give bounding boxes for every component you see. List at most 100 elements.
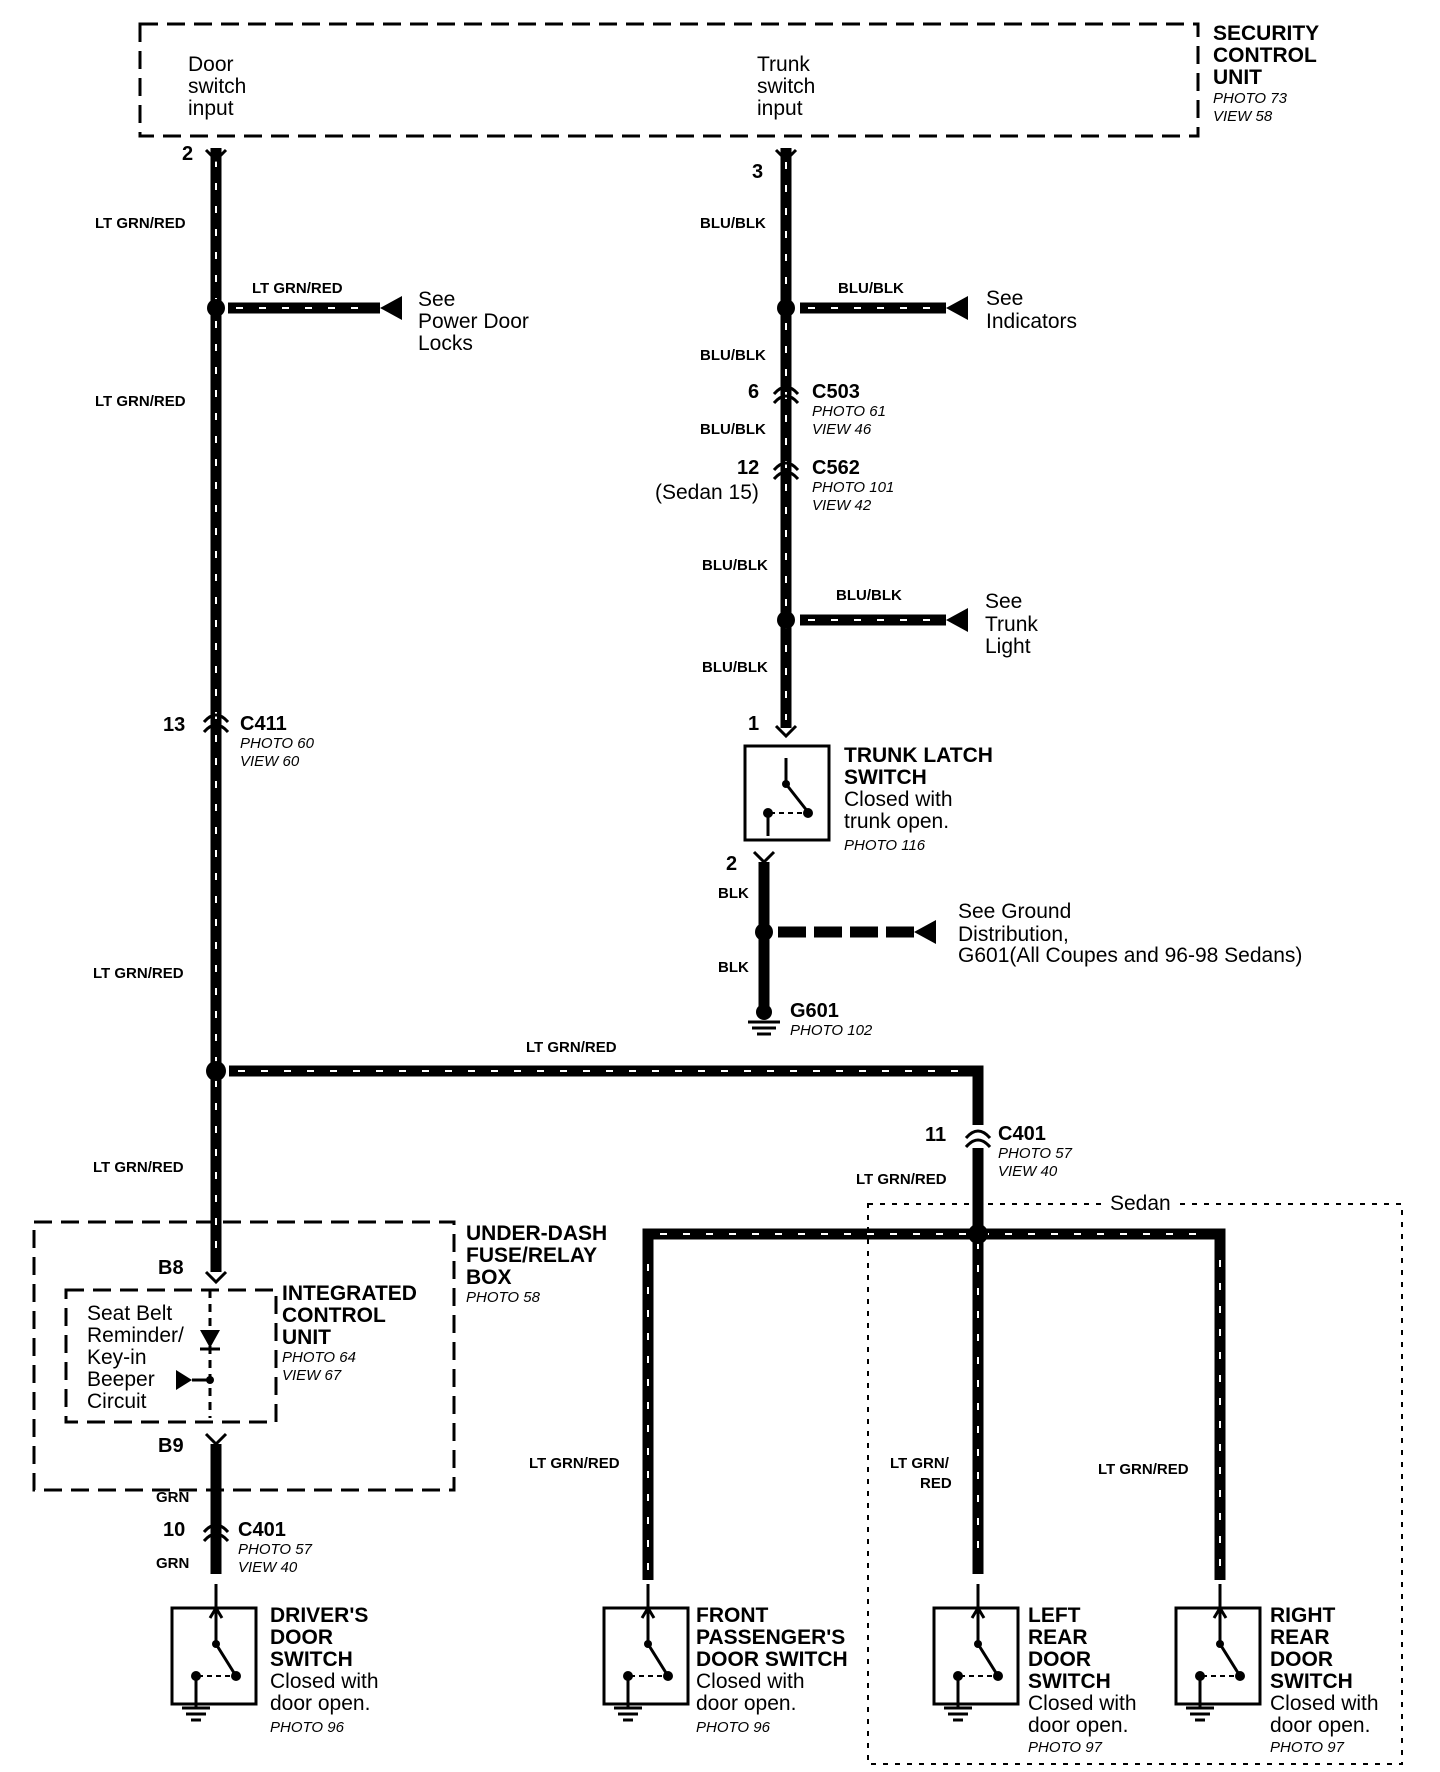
right-rear-switch-photo: PHOTO 97: [1270, 1739, 1345, 1756]
trunk-latch-photo: PHOTO 116: [844, 837, 926, 854]
g601-photo: PHOTO 102: [790, 1022, 873, 1039]
icu-circuit-3: Key-in: [87, 1346, 147, 1369]
c503-view: VIEW 46: [812, 421, 872, 438]
wire-label-left-rear-2: RED: [920, 1475, 952, 1492]
front-pass-switch-desc-1: Closed with: [696, 1670, 805, 1693]
driver-switch-title-2: DOOR: [270, 1626, 333, 1649]
ref-arrow-trunk-light: [946, 608, 968, 632]
c401-bottom-view: VIEW 40: [238, 1559, 298, 1576]
splice-ground: [755, 923, 773, 941]
front-pass-switch-title-3: DOOR SWITCH: [696, 1648, 848, 1671]
driver-switch-photo: PHOTO 96: [270, 1719, 345, 1736]
sedan-label: Sedan: [1110, 1192, 1171, 1215]
c401-bottom-pin: 10: [163, 1519, 185, 1541]
front-pass-switch-desc-2: door open.: [696, 1692, 796, 1715]
left-rear-switch-title-3: DOOR: [1028, 1648, 1091, 1671]
right-rear-switch-title-1: RIGHT: [1270, 1604, 1336, 1627]
icu-pin-fork-b8: [204, 1270, 228, 1285]
wire-label-grn-1: GRN: [156, 1489, 189, 1506]
trunk-latch-desc-2: trunk open.: [844, 810, 949, 833]
c503-name: C503: [812, 381, 860, 403]
wire-label-grn-2: GRN: [156, 1555, 189, 1572]
wire-label-blublk-2: BLU/BLK: [700, 347, 766, 364]
under-dash-pin-b8: B8: [158, 1257, 184, 1279]
icu-pin-fork-b9: [204, 1432, 228, 1447]
icu-circuit-2: Reminder/: [87, 1324, 184, 1347]
c503-pin: 6: [748, 381, 759, 403]
trunk-latch-pin-bottom: 2: [726, 853, 737, 875]
front-pass-switch-title-2: PASSENGER'S: [696, 1626, 845, 1649]
driver-door-switch-symbol: [170, 1584, 258, 1722]
icu-circuit-4: Beeper: [87, 1368, 155, 1391]
wire-label-right-rear: LT GRN/RED: [1098, 1461, 1189, 1478]
left-rear-switch-desc-2: door open.: [1028, 1714, 1128, 1737]
c411-view: VIEW 60: [240, 753, 300, 770]
c562-name: C562: [812, 457, 860, 479]
splice-power-door-locks: [207, 299, 225, 317]
c562-view: VIEW 42: [812, 497, 872, 514]
wire-label-ltgrnred-4: LT GRN/RED: [93, 1159, 184, 1176]
security-control-unit-box: [138, 22, 1200, 138]
door-switch-input-label-1: Door: [188, 53, 234, 76]
wire-label-left-rear-1: LT GRN/: [890, 1455, 950, 1472]
c562-pin-note: (Sedan 15): [655, 481, 759, 504]
right-rear-switch-desc-2: door open.: [1270, 1714, 1370, 1737]
icu-title-2: CONTROL: [282, 1304, 386, 1327]
driver-switch-desc-2: door open.: [270, 1692, 370, 1715]
ref-trunk-light-1: See: [985, 590, 1022, 613]
icu-title-3: UNIT: [282, 1326, 331, 1349]
left-rear-door-switch-symbol: [932, 1584, 1020, 1722]
ref-arrow-indicators: [946, 296, 968, 320]
left-rear-switch-title-1: LEFT: [1028, 1604, 1081, 1627]
ref-ground-2: Distribution,: [958, 923, 1069, 946]
wire-label-pdl: LT GRN/RED: [252, 280, 343, 297]
ref-indicators-2: Indicators: [986, 310, 1077, 333]
right-rear-switch-desc-1: Closed with: [1270, 1692, 1379, 1715]
splice-indicators: [777, 299, 795, 317]
wire-label-blk-2: BLK: [718, 959, 749, 976]
trunk-latch-pin-top: 1: [748, 713, 759, 735]
ref-arrow-power-door-locks: [380, 296, 402, 320]
wire-label-c401-top: LT GRN/RED: [856, 1171, 947, 1188]
ref-power-door-locks-2: Power Door: [418, 310, 529, 333]
trunk-latch-title-2: SWITCH: [844, 766, 927, 789]
ref-ground-3: G601(All Coupes and 96-98 Sedans): [958, 944, 1302, 967]
security-unit-title-3: UNIT: [1213, 66, 1262, 89]
c411-pin: 13: [163, 714, 185, 736]
ground-symbol-g601: [748, 1004, 780, 1036]
under-dash-title-3: BOX: [466, 1266, 512, 1289]
under-dash-fuse-box: [32, 1220, 456, 1492]
ref-arrow-ground: [914, 920, 936, 944]
under-dash-photo: PHOTO 58: [466, 1289, 541, 1306]
security-unit-title-2: CONTROL: [1213, 44, 1317, 67]
driver-switch-title-3: SWITCH: [270, 1648, 353, 1671]
ref-trunk-light-3: Light: [985, 635, 1031, 658]
ref-indicators-1: See: [986, 287, 1023, 310]
c562-photo: PHOTO 101: [812, 479, 894, 496]
icu-box: [64, 1288, 278, 1424]
driver-switch-title-1: DRIVER'S: [270, 1604, 368, 1627]
connector-c503-symbol: [772, 385, 800, 405]
security-unit-photo: PHOTO 73: [1213, 90, 1288, 107]
security-unit-view: VIEW 58: [1213, 108, 1273, 125]
front-passenger-door-switch-symbol: [602, 1584, 690, 1722]
c401-bottom-photo: PHOTO 57: [238, 1541, 313, 1558]
trunk-latch-fork-bottom: [752, 850, 776, 865]
wire-label-blublk-5: BLU/BLK: [702, 659, 768, 676]
trunk-latch-title-1: TRUNK LATCH: [844, 744, 993, 767]
c411-name: C411: [240, 713, 287, 735]
trunk-latch-switch-symbol: [743, 744, 831, 842]
c562-pin: 12: [737, 457, 759, 479]
c401-bottom-name: C401: [238, 1519, 286, 1541]
trunk-switch-input-label-2: switch: [757, 75, 815, 98]
icu-circuit-5: Circuit: [87, 1390, 147, 1413]
wire-label-branch: LT GRN/RED: [526, 1039, 617, 1056]
sedan-label-bg: [1104, 1192, 1176, 1214]
wire-label-ltgrnred-2: LT GRN/RED: [95, 393, 186, 410]
left-rear-switch-desc-1: Closed with: [1028, 1692, 1137, 1715]
icu-circuit-1: Seat Belt: [87, 1302, 172, 1325]
icu-title-1: INTEGRATED: [282, 1282, 417, 1305]
wire-label-ltgrnred-3: LT GRN/RED: [93, 965, 184, 982]
splice-sedan-bus: [968, 1224, 988, 1244]
